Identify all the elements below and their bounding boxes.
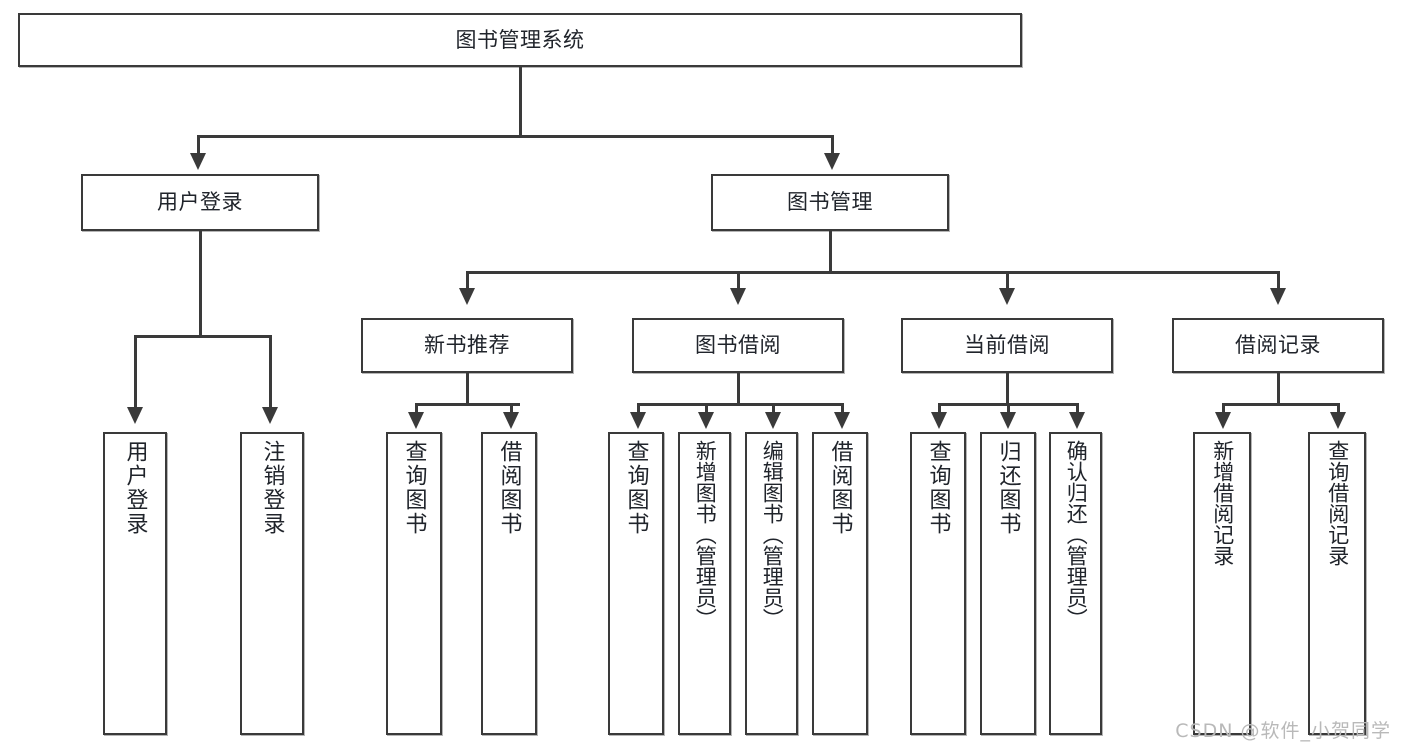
node-leaf-query-book-2[interactable]: 查询图书	[608, 432, 664, 735]
arrowhead-leaf-query-book-2	[630, 412, 646, 429]
edge-bm-to-borrow	[737, 271, 740, 291]
node-leaf-return-book[interactable]: 归还图书	[980, 432, 1036, 735]
edge-cb-to-query	[938, 403, 941, 415]
edge-root-to-user-login	[197, 135, 200, 157]
arrowhead-leaf-add-book	[698, 412, 714, 429]
edge-bb-to-add	[705, 403, 708, 415]
node-leaf-edit-book[interactable]: 编辑图书（管理员）	[745, 432, 798, 735]
node-leaf-add-record-label: 新增借阅记录	[1210, 440, 1235, 566]
node-leaf-add-book[interactable]: 新增图书（管理员）	[678, 432, 731, 735]
edge-book-borrow-stem	[737, 373, 740, 405]
node-book-manage[interactable]: 图书管理	[711, 174, 949, 231]
node-leaf-return-book-label: 归还图书	[995, 440, 1021, 536]
arrowhead-leaf-query-book-3	[931, 412, 947, 429]
arrowhead-leaf-query-book-1	[408, 412, 424, 429]
node-leaf-user-login[interactable]: 用户登录	[103, 432, 167, 735]
node-root-label: 图书管理系统	[455, 27, 585, 52]
edge-nb-to-query	[415, 403, 418, 415]
arrowhead-borrow-record	[1270, 288, 1286, 305]
arrowhead-leaf-logout	[262, 407, 278, 424]
node-leaf-user-login-label: 用户登录	[122, 440, 148, 536]
node-leaf-add-book-label: 新增图书（管理员）	[693, 440, 718, 629]
node-leaf-logout[interactable]: 注销登录	[240, 432, 304, 735]
node-leaf-query-book-3-label: 查询图书	[925, 440, 951, 536]
edge-root-stem	[519, 67, 522, 137]
arrowhead-leaf-borrow-book-1	[503, 412, 519, 429]
arrowhead-leaf-confirm-return	[1069, 412, 1085, 429]
node-leaf-query-book-1[interactable]: 查询图书	[386, 432, 442, 735]
edge-book-manage-stem	[829, 231, 832, 273]
node-new-book-rec[interactable]: 新书推荐	[361, 318, 573, 373]
node-borrow-record[interactable]: 借阅记录	[1172, 318, 1384, 373]
edge-bm-to-record	[1277, 271, 1280, 291]
node-current-borrow-label: 当前借阅	[964, 333, 1050, 358]
node-leaf-confirm-return-label: 确认归还（管理员）	[1064, 440, 1089, 629]
edge-user-login-to-leaf-login	[134, 335, 137, 410]
edge-bb-to-query	[637, 403, 640, 415]
arrowhead-new-book-rec	[459, 288, 475, 305]
edge-root-to-book-manage	[831, 135, 834, 157]
node-new-book-rec-label: 新书推荐	[424, 333, 510, 358]
arrowhead-leaf-add-record	[1215, 412, 1231, 429]
edge-bm-to-current	[1006, 271, 1009, 291]
arrowhead-book-manage	[824, 153, 840, 170]
arrowhead-leaf-query-record	[1330, 412, 1346, 429]
arrowhead-leaf-borrow-book-2	[834, 412, 850, 429]
node-leaf-query-record-label: 查询借阅记录	[1325, 440, 1350, 566]
node-leaf-add-record[interactable]: 新增借阅记录	[1193, 432, 1251, 735]
edge-new-book-bus	[415, 403, 520, 406]
node-leaf-borrow-book-2[interactable]: 借阅图书	[812, 432, 868, 735]
node-root[interactable]: 图书管理系统	[18, 13, 1022, 67]
edge-bb-to-borrow2	[841, 403, 844, 415]
arrowhead-current-borrow	[999, 288, 1015, 305]
edge-bb-to-edit	[772, 403, 775, 415]
edge-borrow-record-stem	[1277, 373, 1280, 405]
edge-new-book-stem	[466, 373, 469, 405]
node-current-borrow[interactable]: 当前借阅	[901, 318, 1113, 373]
node-leaf-confirm-return[interactable]: 确认归还（管理员）	[1049, 432, 1102, 735]
node-user-login-label: 用户登录	[157, 190, 243, 215]
node-leaf-logout-label: 注销登录	[259, 440, 285, 536]
edge-book-borrow-bus	[637, 403, 844, 406]
arrowhead-leaf-edit-book	[765, 412, 781, 429]
node-leaf-borrow-book-1[interactable]: 借阅图书	[481, 432, 537, 735]
edge-user-login-to-leaf-logout	[269, 335, 272, 410]
node-leaf-query-book-1-label: 查询图书	[401, 440, 427, 536]
node-leaf-query-record[interactable]: 查询借阅记录	[1308, 432, 1366, 735]
edge-user-login-stem	[199, 231, 202, 337]
arrowhead-user-login	[190, 153, 206, 170]
edge-book-manage-bus	[466, 271, 1280, 274]
node-leaf-query-book-2-label: 查询图书	[623, 440, 649, 536]
edge-cb-to-confirm	[1076, 403, 1079, 415]
node-leaf-query-book-3[interactable]: 查询图书	[910, 432, 966, 735]
edge-br-to-add	[1222, 403, 1225, 415]
node-book-borrow-label: 图书借阅	[695, 333, 781, 358]
edge-bm-to-new-book	[466, 271, 469, 291]
arrowhead-leaf-user-login	[127, 407, 143, 424]
arrowhead-leaf-return-book	[1000, 412, 1016, 429]
edge-cb-to-return	[1007, 403, 1010, 415]
node-leaf-edit-book-label: 编辑图书（管理员）	[760, 440, 785, 629]
edge-user-login-bus	[134, 335, 272, 338]
edge-root-bus	[197, 135, 833, 138]
node-book-borrow[interactable]: 图书借阅	[632, 318, 844, 373]
edge-current-borrow-stem	[1006, 373, 1009, 405]
edge-nb-to-borrow	[510, 403, 513, 415]
edge-borrow-record-bus	[1222, 403, 1340, 406]
arrowhead-book-borrow	[730, 288, 746, 305]
node-user-login[interactable]: 用户登录	[81, 174, 319, 231]
node-leaf-borrow-book-1-label: 借阅图书	[496, 440, 522, 536]
node-book-manage-label: 图书管理	[787, 190, 873, 215]
node-borrow-record-label: 借阅记录	[1235, 333, 1321, 358]
node-leaf-borrow-book-2-label: 借阅图书	[827, 440, 853, 536]
edge-br-to-query	[1337, 403, 1340, 415]
